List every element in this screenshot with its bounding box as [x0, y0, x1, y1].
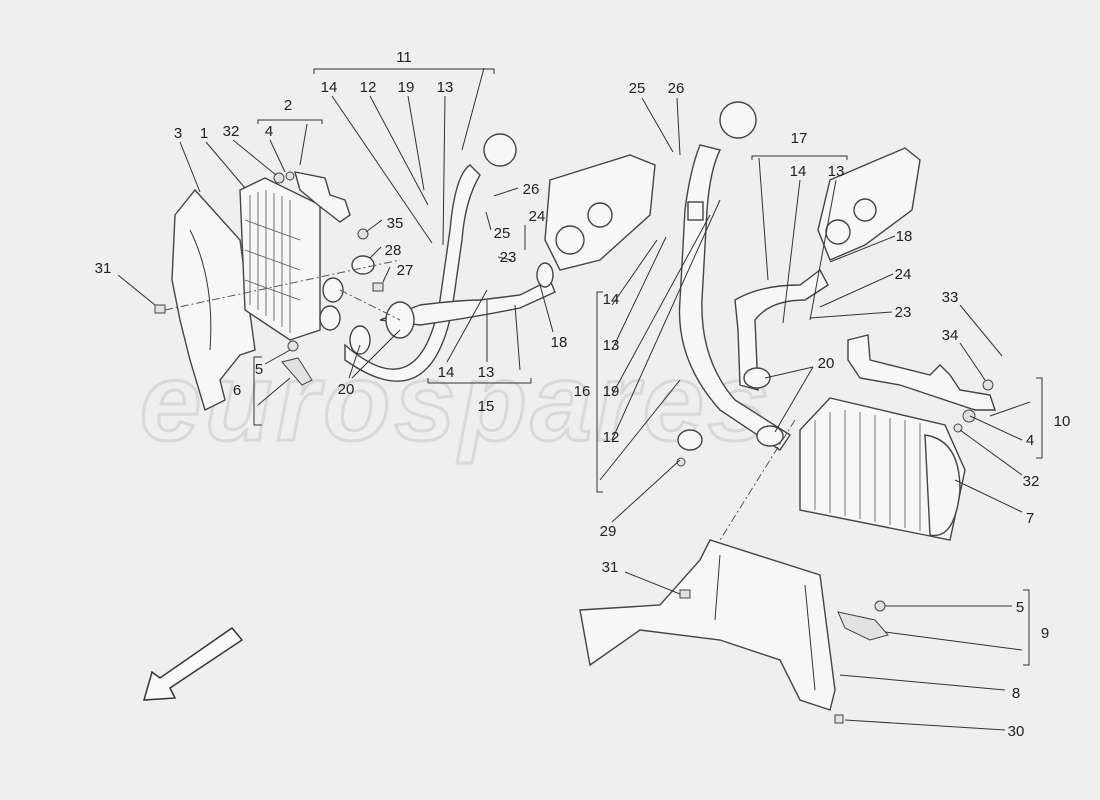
left-intercooler: [239, 177, 344, 341]
part-label: 3: [174, 125, 182, 142]
part-label: 7: [1026, 510, 1034, 527]
part-label: 32: [1023, 473, 1040, 490]
mount-bracket: [281, 357, 313, 386]
washer: [273, 172, 285, 184]
part-label: 11: [396, 49, 412, 66]
part-label: 17: [791, 130, 808, 147]
part-label: 4: [265, 123, 273, 140]
bolt: [154, 304, 166, 314]
part-label: 30: [1008, 723, 1025, 740]
washer: [962, 409, 976, 423]
clip: [372, 282, 384, 292]
part-label: 8: [1012, 685, 1020, 702]
part-label: 20: [338, 381, 355, 398]
part-label: 13: [437, 79, 454, 96]
part-label: 14: [438, 364, 455, 381]
part-label: 31: [95, 260, 112, 277]
part-label: 18: [551, 334, 568, 351]
part-label: 19: [398, 79, 415, 96]
part-label: 1: [200, 125, 208, 142]
washer: [285, 171, 295, 181]
part-label: 29: [600, 523, 617, 540]
o-ring: [676, 457, 686, 467]
part-label: 26: [668, 80, 685, 97]
part-label: 20: [818, 355, 835, 372]
part-labels: 11 14 12 19 13 2 3 1 32 4 35 28 27 26 25…: [95, 49, 1071, 740]
right-air-duct-shroud: [579, 539, 836, 711]
part-label: 14: [790, 163, 807, 180]
part-label: 24: [529, 208, 546, 225]
part-label: 13: [603, 337, 620, 354]
clamp: [677, 429, 703, 451]
part-label: 14: [321, 79, 338, 96]
part-label: 25: [629, 80, 646, 97]
right-turbocharger: [817, 147, 921, 261]
part-label: 12: [360, 79, 377, 96]
bolt: [834, 714, 844, 724]
part-label: 10: [1054, 413, 1071, 430]
part-label: 9: [1041, 625, 1049, 642]
group-brackets: [253, 68, 1043, 666]
part-label: 6: [233, 382, 241, 399]
watermark: eurospares: [140, 341, 773, 464]
part-label: 16: [574, 383, 591, 400]
part-label: 28: [385, 242, 402, 259]
part-label: 14: [603, 291, 620, 308]
rubber-mount: [874, 600, 886, 612]
nut: [357, 228, 369, 240]
part-label: 5: [1016, 599, 1024, 616]
mount-bracket: [837, 611, 889, 641]
part-label: 32: [223, 123, 240, 140]
part-label: 33: [942, 289, 959, 306]
right-bracket: [847, 334, 996, 411]
left-turbocharger: [544, 154, 656, 271]
washer: [982, 379, 994, 391]
bolt: [679, 589, 691, 599]
part-label: 35: [387, 215, 404, 232]
part-label: 19: [603, 383, 620, 400]
part-label: 24: [895, 266, 912, 283]
part-label: 15: [478, 398, 495, 415]
arrow-down-left-icon: [142, 626, 244, 701]
left-charge-pipes: [344, 133, 556, 382]
part-label: 31: [602, 559, 619, 576]
part-label: 34: [942, 327, 959, 344]
part-label: 4: [1026, 432, 1034, 449]
part-label: 25: [494, 225, 511, 242]
left-bracket: [294, 171, 351, 223]
right-intercooler: [799, 397, 966, 541]
rubber-mount: [287, 340, 299, 352]
leader-lines: [117, 67, 1031, 731]
part-label: 27: [397, 262, 414, 279]
part-label: 23: [500, 249, 517, 266]
part-label: 2: [284, 97, 292, 114]
part-label: 23: [895, 304, 912, 321]
part-label: 26: [523, 181, 540, 198]
part-label: 13: [478, 364, 495, 381]
part-label: 5: [255, 361, 263, 378]
part-label: 18: [896, 228, 913, 245]
clamp: [351, 255, 375, 275]
part-label: 12: [603, 429, 620, 446]
part-label: 13: [828, 163, 845, 180]
right-charge-pipes: [678, 101, 829, 451]
